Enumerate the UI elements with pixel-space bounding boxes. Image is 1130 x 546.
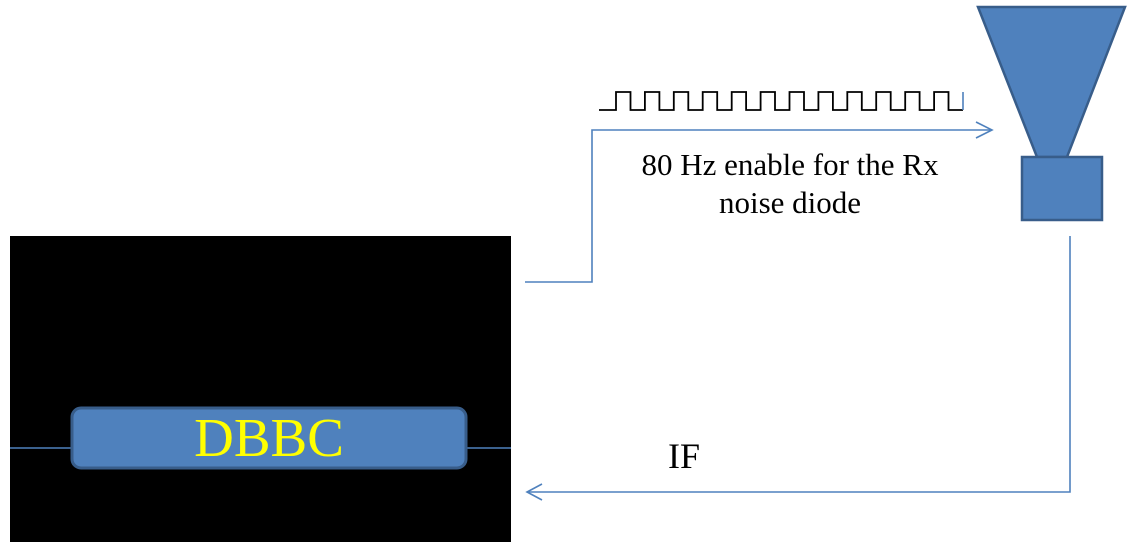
horn-flare (976, 5, 1127, 159)
if-label: IF (668, 436, 701, 476)
if-arrowhead (525, 483, 543, 501)
dbbc-box (70, 406, 468, 470)
enable-signal-label: 80 Hz enable for the Rx noise diode (595, 146, 985, 222)
horn-antenna-icon (976, 5, 1127, 222)
enable-arrowhead (975, 121, 994, 139)
enable-connector (525, 129, 990, 283)
dbbc-label: DBBC (194, 407, 344, 468)
square-wave (599, 91, 963, 111)
enable-label-line-1: 80 Hz enable for the Rx (641, 147, 939, 182)
dbbc-panel (10, 236, 511, 542)
if-connector (528, 236, 1071, 493)
enable-label-line-2: noise diode (718, 185, 862, 220)
horn-waveguide (1020, 155, 1104, 222)
